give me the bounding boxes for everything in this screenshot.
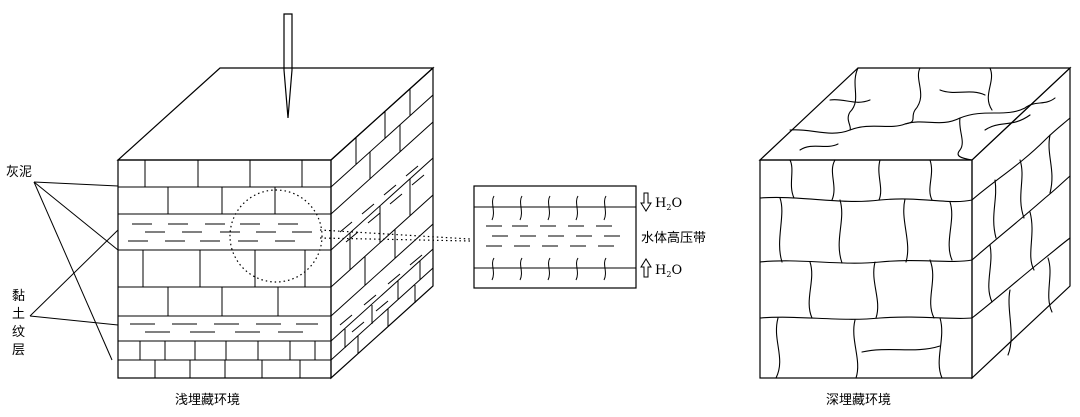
deep-front-cracks: [775, 159, 953, 379]
clay-lamina-leaders: [29, 229, 119, 326]
deep-front-layer-lines: [759, 196, 973, 320]
deep-burial-block: 深埋藏环境: [758, 66, 1072, 408]
h2o-bottom-label: H2O: [655, 263, 682, 279]
label-lime-mud: 灰泥: [6, 165, 32, 180]
deep-top-cracks: [789, 67, 1056, 161]
block-right-face: [330, 66, 434, 380]
deep-block-top-face: [758, 67, 1072, 161]
right-face-layer-lines: [330, 94, 434, 361]
lower-water-squiggles: [491, 257, 607, 281]
right-face-clay-dashes: [339, 165, 425, 333]
label-clay-3: 纹: [12, 325, 25, 340]
deep-right-cracks: [971, 114, 1071, 356]
water-down-arrow: [640, 192, 652, 212]
pressure-arrow: [283, 13, 293, 119]
front-layer-lines: [118, 186, 331, 361]
front-brick-joints: [139, 160, 316, 378]
label-clay-1: 黏: [12, 288, 25, 304]
detail-frame: [473, 185, 637, 289]
magnify-circle: [229, 189, 323, 283]
right-face-brick-joints: [344, 89, 421, 354]
deep-block-right-face: [971, 66, 1071, 380]
water-pressure-detail-panel: H2O H2O 水体高压带: [473, 185, 706, 289]
caption-deep: 深埋藏环境: [826, 393, 891, 408]
water-up-arrow: [640, 258, 652, 278]
upper-water-squiggles: [491, 195, 607, 221]
detail-clay-dashes: [486, 225, 620, 247]
caption-shallow: 浅埋藏环境: [175, 393, 240, 408]
front-clay-dashes: [128, 223, 318, 333]
water-high-pressure-label: 水体高压带: [641, 230, 706, 246]
block-top-face: [116, 67, 435, 161]
lime-mud-leaders: [33, 181, 119, 361]
h2o-top-label: H2O: [655, 196, 682, 212]
label-clay-4: 层: [12, 343, 25, 358]
block-front-face: [117, 159, 332, 379]
label-clay-2: 土: [12, 307, 25, 322]
shallow-burial-block: 灰泥 黏 土 纹 层 浅埋藏环境: [6, 13, 471, 408]
